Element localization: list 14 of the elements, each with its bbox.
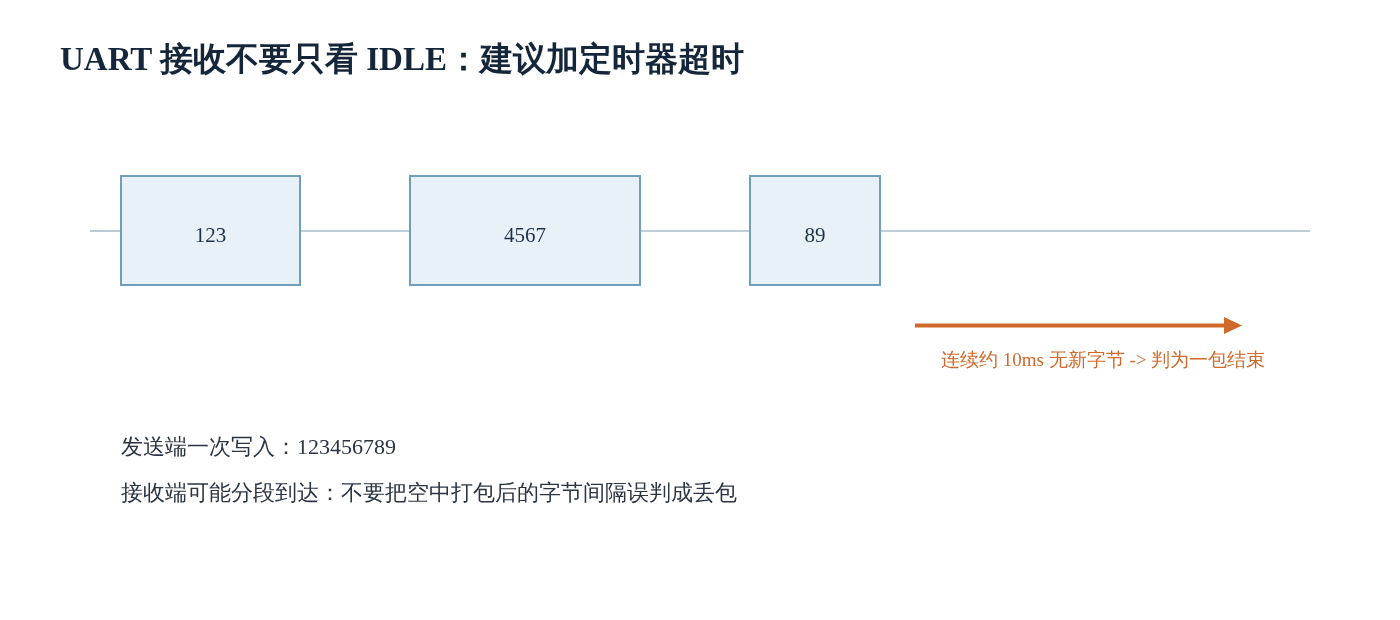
connector-line (880, 230, 1311, 232)
note-text: 发送端一次写入：123456789 (121, 434, 396, 461)
connector-line (640, 230, 750, 232)
segment-label: 89 (804, 223, 826, 248)
timeout-label: 连续约 10ms 无新字节 -> 判为一包结束 (941, 349, 1266, 372)
note-text: 接收端可能分段到达：不要把空中打包后的字节间隔误判成丢包 (121, 480, 737, 507)
title: UART 接收不要只看 IDLE：建议加定时器超时 (60, 40, 744, 79)
segment-label: 123 (194, 223, 227, 248)
byte-segment-block (409, 175, 641, 286)
connector-line (89, 230, 121, 232)
byte-segment-block (120, 175, 301, 286)
segment-label: 4567 (504, 223, 546, 248)
byte-segment-block (749, 175, 881, 286)
connector-line (300, 230, 410, 232)
